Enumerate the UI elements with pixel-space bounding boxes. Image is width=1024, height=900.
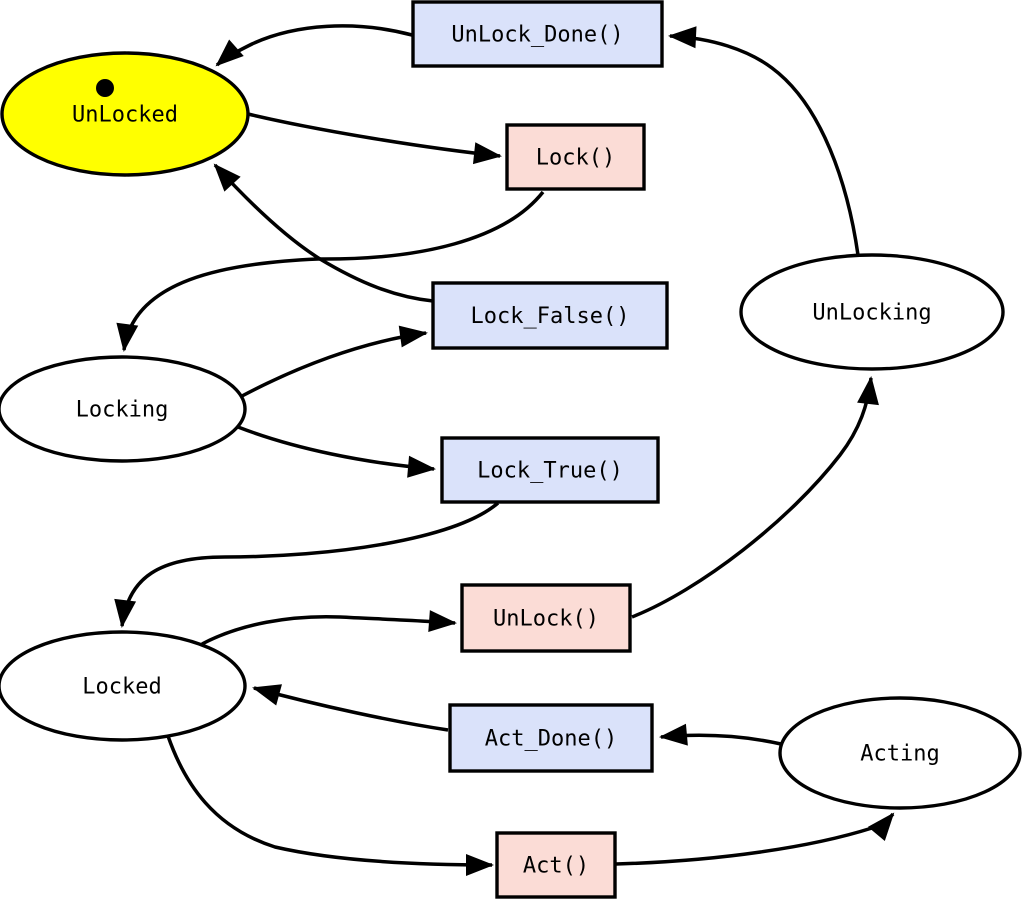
state-locked-label: Locked	[82, 674, 161, 699]
event-box-unlock	[460, 583, 632, 653]
edge-act-to-acting-arrow-icon	[615, 812, 895, 866]
edge-acting-to-act_done-arrow-icon	[659, 723, 782, 746]
edge-unlocking-to-unlock_done-arrow-icon	[668, 26, 860, 256]
edge-locking-to-lock_false-arrow-icon	[241, 325, 428, 398]
edge-unlock_done-to-unlocked-arrow-icon	[215, 24, 413, 67]
state-acting	[778, 696, 1022, 810]
event-box-unlock-label: UnLock()	[493, 606, 599, 631]
event-box-act-label: Act()	[523, 853, 589, 878]
edge-locked-to-unlock-arrow-icon	[201, 610, 457, 646]
event-box-lock_true-label: Lock_True()	[477, 458, 623, 483]
event-box-lock_false	[431, 281, 669, 350]
edge-unlock-to-unlocking-arrow-icon	[631, 376, 879, 619]
event-box-lock_true	[440, 436, 660, 504]
event-box-lock-label: Lock()	[536, 145, 615, 170]
edge-lock_false-to-unlocked-arrow-icon	[213, 163, 434, 303]
event-box-unlock_done-label: UnLock_Done()	[451, 22, 623, 47]
edge-act_done-to-locked-arrow-icon	[252, 684, 449, 732]
state-unlocked	[0, 51, 250, 177]
state-locking-label: Locking	[76, 397, 169, 422]
state-locking	[0, 355, 247, 463]
state-unlocking-label: UnLocking	[812, 300, 931, 325]
event-box-lock_false-label: Lock_False()	[471, 304, 630, 329]
state-unlocked-label: UnLocked	[72, 102, 178, 127]
initial-state-dot-icon	[96, 79, 114, 97]
edge-locking-to-lock_true-arrow-icon	[237, 425, 436, 478]
edge-lock_true-to-locked-arrow-icon	[114, 501, 500, 628]
state-locked	[0, 630, 247, 742]
event-box-act_done-label: Act_Done()	[485, 726, 617, 751]
state-unlocking	[739, 253, 1005, 371]
edges-layer	[114, 24, 895, 876]
event-box-lock	[505, 123, 646, 191]
event-box-unlock_done	[411, 0, 664, 68]
event-box-act_done	[448, 703, 654, 773]
edge-unlocked-to-lock-arrow-icon	[247, 112, 502, 165]
event-box-act	[495, 831, 617, 899]
edge-locked-to-act-arrow-icon	[166, 735, 494, 876]
state-acting-label: Acting	[860, 741, 939, 766]
